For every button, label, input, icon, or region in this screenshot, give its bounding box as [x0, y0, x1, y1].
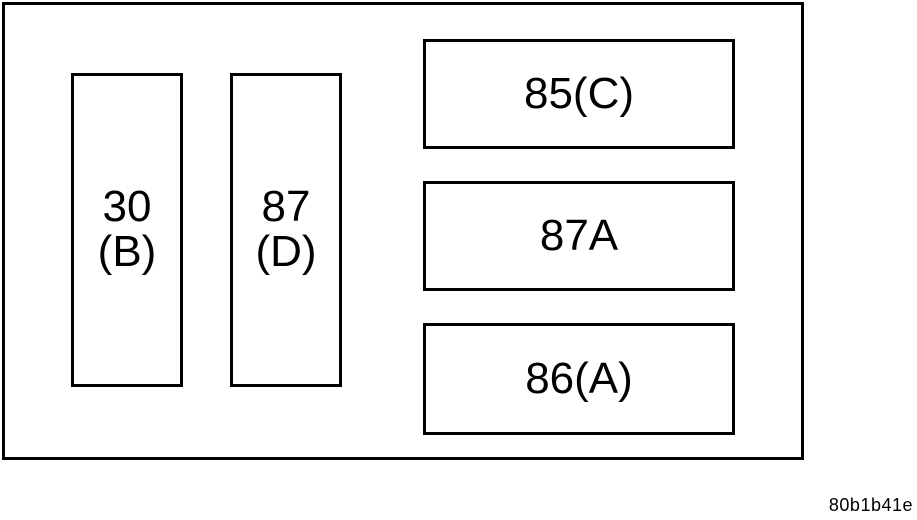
terminal-30-letter: (B): [97, 227, 157, 276]
terminal-87a: 87A: [423, 181, 735, 291]
terminal-87-d: 87 (D): [230, 73, 342, 387]
terminal-30-number: 30: [102, 182, 152, 232]
terminal-85-c: 85(C): [423, 39, 735, 149]
terminal-87a-label: 87A: [539, 211, 619, 260]
terminal-86-label: 86(A): [525, 354, 633, 403]
terminal-87-number: 87: [261, 182, 311, 232]
terminal-86-a: 86(A): [423, 323, 735, 435]
terminal-85-label: 85(C): [523, 69, 635, 118]
figure-code: 80b1b41e: [828, 495, 913, 515]
terminal-87-letter: (D): [255, 227, 317, 276]
relay-terminal-diagram: 30 (B) 87 (D) 85(C) 87A 86(A): [2, 2, 804, 460]
terminal-30-b: 30 (B): [71, 73, 183, 387]
